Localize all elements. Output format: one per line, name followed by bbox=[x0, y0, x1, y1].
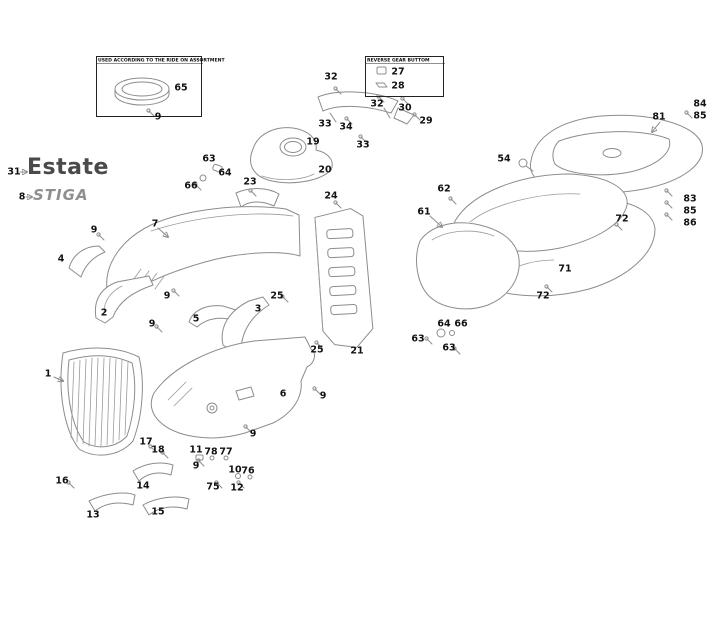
brand-logo-text: STIGA bbox=[33, 186, 89, 204]
part-number-83: 83 bbox=[683, 193, 697, 205]
part-number-25: 25 bbox=[310, 344, 324, 356]
part-number-64: 64 bbox=[437, 318, 451, 330]
part-number-13: 13 bbox=[86, 509, 100, 521]
part-number-76: 76 bbox=[241, 465, 255, 477]
part-number-24: 24 bbox=[324, 190, 338, 202]
lower-trim-parts bbox=[88, 462, 190, 516]
part-number-20: 20 bbox=[318, 164, 332, 176]
part-number-75: 75 bbox=[206, 481, 220, 493]
side-bracket-part bbox=[68, 245, 106, 278]
part-number-9: 9 bbox=[249, 428, 257, 440]
assortment-inset-box: USED ACCORDING TO THE RIDE ON ASSORTMENT bbox=[96, 56, 225, 117]
rear-lower-body-part bbox=[416, 222, 520, 310]
part-number-65: 65 bbox=[174, 82, 188, 94]
leader-arrows bbox=[19, 121, 661, 381]
reverse-gear-inset-box: REVERSE GEAR BUTTOM bbox=[365, 56, 445, 97]
part-number-85: 85 bbox=[683, 205, 697, 217]
floor-panel-part bbox=[150, 336, 315, 439]
part-number-63: 63 bbox=[411, 333, 425, 345]
part-number-32: 32 bbox=[324, 71, 338, 83]
part-number-62: 62 bbox=[437, 183, 451, 195]
part-number-19: 19 bbox=[306, 136, 320, 148]
part-number-6: 6 bbox=[279, 388, 287, 400]
part-number-63: 63 bbox=[202, 153, 216, 165]
part-number-18: 18 bbox=[151, 444, 165, 456]
reverse-gear-button-parts bbox=[375, 66, 388, 88]
part-number-61: 61 bbox=[417, 206, 431, 218]
part-number-32: 32 bbox=[370, 98, 384, 110]
left-side-panel-part bbox=[94, 275, 154, 324]
part-number-9: 9 bbox=[163, 290, 171, 302]
part-number-5: 5 bbox=[192, 313, 200, 325]
steering-cover-part bbox=[250, 127, 333, 184]
part-number-30: 30 bbox=[398, 102, 412, 114]
brand-model-text: Estate bbox=[27, 155, 109, 180]
part-number-78: 78 bbox=[204, 446, 218, 458]
part-number-7: 7 bbox=[151, 218, 159, 230]
part-number-81: 81 bbox=[652, 111, 666, 123]
part-number-14: 14 bbox=[136, 480, 150, 492]
part-number-33: 33 bbox=[356, 139, 370, 151]
part-number-29: 29 bbox=[419, 115, 433, 127]
part-number-72: 72 bbox=[615, 213, 629, 225]
bezel-ring-part bbox=[114, 77, 170, 106]
part-number-27: 27 bbox=[391, 66, 405, 78]
part-number-12: 12 bbox=[230, 482, 244, 494]
part-number-16: 16 bbox=[55, 475, 69, 487]
part-number-28: 28 bbox=[391, 80, 405, 92]
part-number-8: 8 bbox=[18, 191, 26, 203]
part-number-66: 66 bbox=[454, 318, 468, 330]
assortment-inset-title: USED ACCORDING TO THE RIDE ON ASSORTMENT bbox=[97, 57, 225, 64]
part-number-23: 23 bbox=[243, 176, 257, 188]
part-number-1: 1 bbox=[44, 368, 52, 380]
part-number-9: 9 bbox=[154, 111, 162, 123]
part-number-66: 66 bbox=[184, 180, 198, 192]
part-number-34: 34 bbox=[339, 121, 353, 133]
part-number-63: 63 bbox=[442, 342, 456, 354]
part-number-72: 72 bbox=[536, 290, 550, 302]
right-side-panel-part bbox=[221, 296, 270, 352]
part-number-4: 4 bbox=[57, 253, 65, 265]
part-number-2: 2 bbox=[100, 307, 108, 319]
part-number-9: 9 bbox=[319, 390, 327, 402]
part-number-9: 9 bbox=[148, 318, 156, 330]
air-intake-bracket-part bbox=[317, 91, 415, 125]
part-number-21: 21 bbox=[350, 345, 364, 357]
part-number-84: 84 bbox=[693, 98, 707, 110]
part-number-9: 9 bbox=[192, 460, 200, 472]
part-number-54: 54 bbox=[497, 153, 511, 165]
part-number-17: 17 bbox=[139, 436, 153, 448]
part-number-31: 31 bbox=[7, 166, 21, 178]
part-number-64: 64 bbox=[218, 167, 232, 179]
support-bracket-part bbox=[235, 188, 280, 208]
part-number-25: 25 bbox=[270, 290, 284, 302]
part-number-3: 3 bbox=[254, 303, 262, 315]
part-number-85: 85 bbox=[693, 110, 707, 122]
fastener-cluster-upper bbox=[199, 163, 223, 182]
part-number-15: 15 bbox=[151, 506, 165, 518]
part-number-77: 77 bbox=[219, 446, 233, 458]
dashboard-console-part bbox=[314, 208, 374, 348]
part-number-10: 10 bbox=[228, 464, 242, 476]
part-number-86: 86 bbox=[683, 217, 697, 229]
part-number-11: 11 bbox=[189, 444, 203, 456]
reverse-gear-inset-title: REVERSE GEAR BUTTOM bbox=[366, 57, 445, 64]
part-number-33: 33 bbox=[318, 118, 332, 130]
front-grille-part bbox=[60, 347, 143, 456]
fastener-cluster-mid bbox=[436, 328, 455, 338]
part-number-9: 9 bbox=[90, 224, 98, 236]
part-number-71: 71 bbox=[558, 263, 572, 275]
